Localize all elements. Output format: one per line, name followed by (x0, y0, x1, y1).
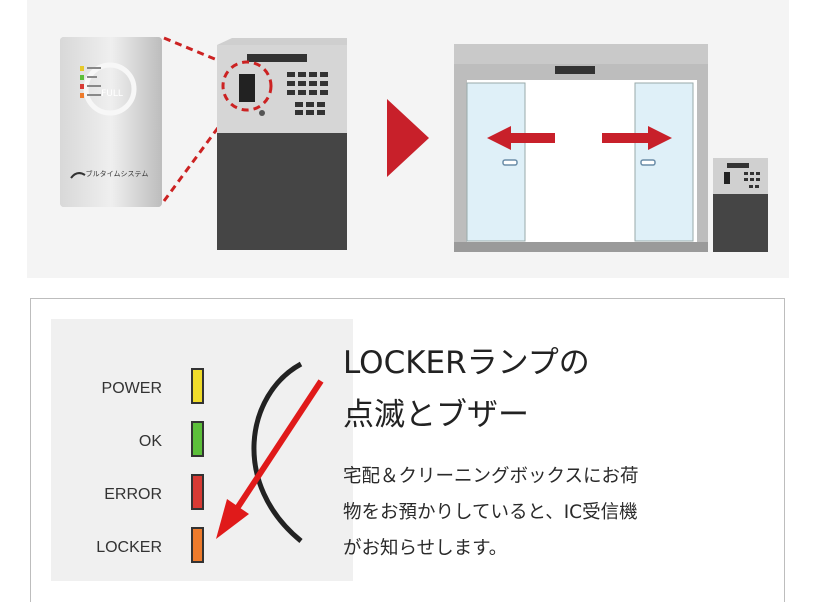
indicator-lamp-photo: POWER OK ERROR LOCKER (51, 319, 353, 581)
section-heading: LOCKERランプの 点滅とブザー (343, 337, 763, 441)
lamp-label-ok: OK (139, 433, 162, 450)
info-panel: POWER OK ERROR LOCKER LOCKERランプの 点滅とブザー … (30, 298, 785, 602)
ring-arc (251, 361, 303, 543)
heading-line-1: LOCKERランプの (343, 345, 590, 381)
lamp-ok (191, 421, 204, 457)
lamp-label-error: ERROR (104, 486, 162, 503)
description-line-2: 物をお預かりしていると、IC受信機 (343, 502, 638, 523)
next-arrow-icon (387, 99, 429, 177)
section-description: 宅配＆クリーニングボックスにお荷 物をお預かりしていると、IC受信機 がお知らせ… (343, 459, 763, 567)
ic-receiver-device: FULL ブルタイムシステム (60, 37, 162, 207)
device-mark-text: FULL (101, 89, 123, 99)
locker-terminal (217, 38, 347, 250)
top-illustration: FULL ブルタイムシステム (27, 0, 789, 278)
lamp-error (191, 474, 204, 510)
lamp-label-power: POWER (102, 380, 162, 397)
auto-door-illustration (454, 44, 768, 252)
lamp-locker (191, 527, 204, 563)
description-line-3: がお知らせします。 (343, 538, 508, 559)
description-line-1: 宅配＆クリーニングボックスにお荷 (343, 466, 639, 487)
heading-line-2: 点滅とブザー (343, 397, 529, 433)
pointer-arrow-icon (216, 379, 324, 539)
device-brand-text: ブルタイムシステム (86, 169, 149, 178)
lamp-power (191, 368, 204, 404)
lamp-label-locker: LOCKER (96, 539, 162, 556)
